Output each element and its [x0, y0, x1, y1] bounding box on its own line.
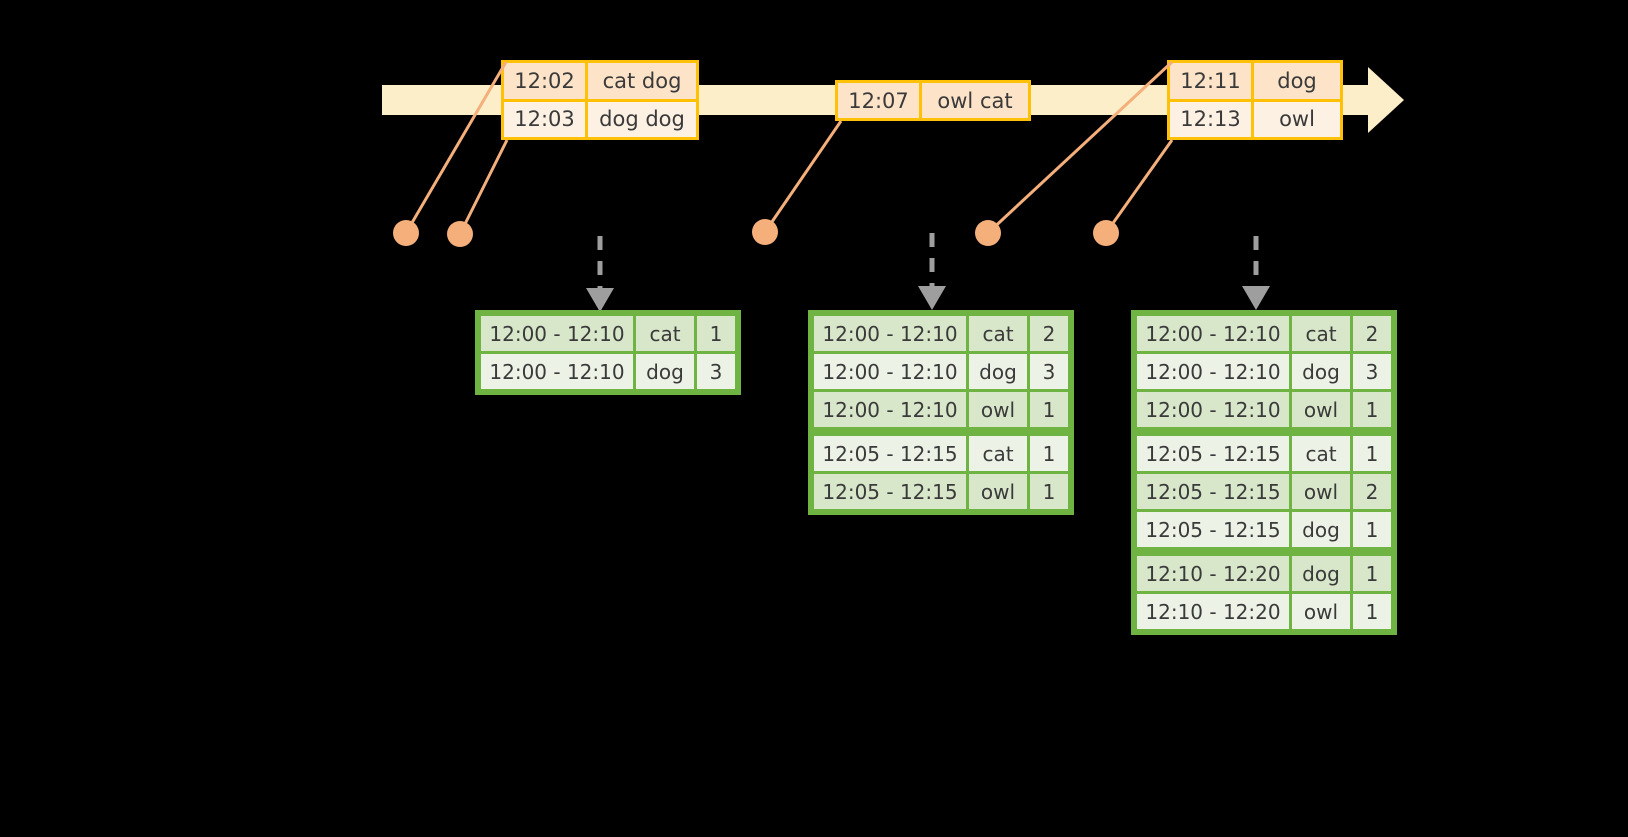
window-cell: 12:05 - 12:15	[1137, 436, 1289, 471]
count-cell: 1	[1353, 392, 1391, 427]
timeline-arrowhead	[1368, 67, 1404, 133]
event-row: 12:11 dog	[1170, 63, 1340, 99]
window-cell: 12:05 - 12:15	[1137, 474, 1289, 509]
window-cell: 12:00 - 12:10	[814, 392, 966, 427]
event-value: dog dog	[588, 101, 696, 137]
key-cell: cat	[1292, 436, 1350, 471]
leader-line-5	[1104, 139, 1174, 234]
key-cell: owl	[1292, 392, 1350, 427]
event-time: 12:03	[504, 101, 588, 137]
window-cell: 12:05 - 12:15	[814, 474, 966, 509]
event-value: owl cat	[922, 83, 1028, 118]
count-cell: 2	[1353, 474, 1391, 509]
window-cell: 12:10 - 12:20	[1137, 594, 1289, 629]
window-cell: 12:00 - 12:10	[814, 354, 966, 389]
event-value: owl	[1254, 101, 1340, 137]
event-row: 12:07 owl cat	[838, 83, 1028, 118]
count-cell: 3	[1353, 354, 1391, 389]
event-box-3[interactable]: 12:11 dog 12:13 owl	[1167, 60, 1343, 140]
event-value: dog	[1254, 63, 1340, 99]
window-group-separator	[1137, 430, 1391, 433]
event-time: 12:02	[504, 63, 588, 99]
key-cell: owl	[969, 392, 1027, 427]
key-cell: dog	[969, 354, 1027, 389]
window-group-separator	[814, 430, 1068, 433]
key-cell: cat	[1292, 316, 1350, 351]
count-cell: 1	[1353, 512, 1391, 547]
count-cell: 1	[1030, 392, 1068, 427]
event-value: cat dog	[588, 63, 696, 99]
key-cell: cat	[969, 436, 1027, 471]
event-time: 12:13	[1170, 101, 1254, 137]
count-cell: 2	[1030, 316, 1068, 351]
window-cell: 12:00 - 12:10	[481, 354, 633, 389]
flow-arrowhead-1	[586, 288, 614, 312]
window-cell: 12:10 - 12:20	[1137, 556, 1289, 591]
leader-line-3	[763, 120, 843, 233]
window-cell: 12:00 - 12:10	[1137, 392, 1289, 427]
window-cell: 12:00 - 12:10	[1137, 316, 1289, 351]
key-cell: owl	[1292, 594, 1350, 629]
key-cell: owl	[969, 474, 1027, 509]
event-dot-3	[752, 219, 778, 245]
flow-arrowhead-2	[918, 286, 946, 310]
key-cell: cat	[636, 316, 694, 351]
window-cell: 12:00 - 12:10	[814, 316, 966, 351]
count-cell: 1	[697, 316, 735, 351]
flow-arrowheads	[586, 286, 1270, 312]
count-cell: 1	[1353, 436, 1391, 471]
flow-arrowhead-3	[1242, 286, 1270, 310]
event-time: 12:07	[838, 83, 922, 118]
count-cell: 1	[1353, 594, 1391, 629]
key-cell: dog	[636, 354, 694, 389]
count-cell: 1	[1030, 436, 1068, 471]
event-box-1[interactable]: 12:02 cat dog 12:03 dog dog	[501, 60, 699, 140]
event-dot-1	[393, 220, 419, 246]
count-cell: 1	[1353, 556, 1391, 591]
event-row: 12:13 owl	[1170, 98, 1340, 137]
count-cell: 3	[697, 354, 735, 389]
key-cell: cat	[969, 316, 1027, 351]
event-dot-2	[447, 221, 473, 247]
count-cell: 2	[1353, 316, 1391, 351]
event-row: 12:03 dog dog	[504, 98, 696, 137]
key-cell: dog	[1292, 556, 1350, 591]
key-cell: owl	[1292, 474, 1350, 509]
key-cell: dog	[1292, 512, 1350, 547]
event-dot-4	[975, 220, 1001, 246]
count-cell: 3	[1030, 354, 1068, 389]
window-cell: 12:05 - 12:15	[814, 436, 966, 471]
window-cell: 12:00 - 12:10	[481, 316, 633, 351]
event-row: 12:02 cat dog	[504, 63, 696, 99]
leader-line-2	[458, 139, 509, 235]
key-cell: dog	[1292, 354, 1350, 389]
event-box-2[interactable]: 12:07 owl cat	[835, 80, 1031, 121]
window-group-separator	[1137, 550, 1391, 553]
event-time: 12:11	[1170, 63, 1254, 99]
count-cell: 1	[1030, 474, 1068, 509]
window-cell: 12:00 - 12:10	[1137, 354, 1289, 389]
event-dot-5	[1093, 220, 1119, 246]
flow-arrows	[597, 233, 1259, 290]
window-cell: 12:05 - 12:15	[1137, 512, 1289, 547]
